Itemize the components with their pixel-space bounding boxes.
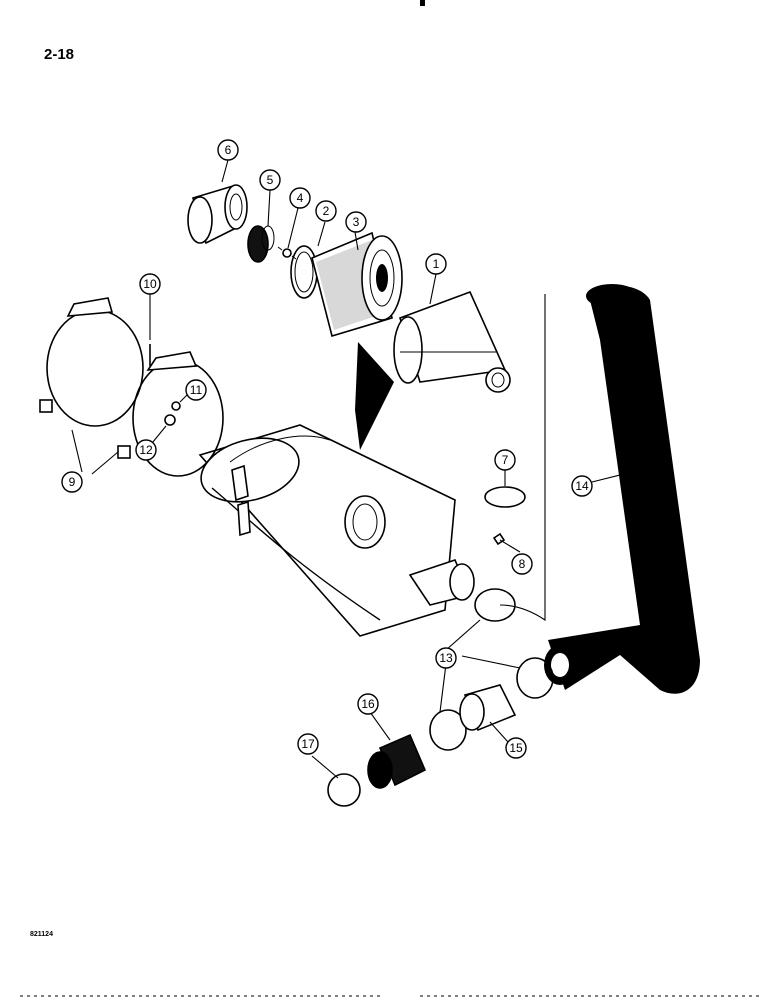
callout-label: 5	[267, 173, 274, 187]
callout-13: 13	[435, 647, 457, 669]
callout-label: 1	[433, 257, 440, 271]
callout-5: 5	[259, 169, 281, 191]
callout-9: 9	[61, 471, 83, 493]
part-1-outer-filter-element	[393, 290, 511, 393]
callout-2: 2	[315, 200, 337, 222]
callout-label: 16	[361, 697, 375, 711]
callout-17: 17	[297, 733, 319, 755]
callout-label: 15	[509, 741, 523, 755]
page-number: 2-18	[44, 46, 75, 63]
top-mark	[420, 0, 425, 6]
callout-3: 3	[345, 211, 367, 233]
part-7-washer	[484, 486, 526, 508]
part-14-intake-hose	[544, 284, 700, 694]
callout-label: 9	[69, 475, 76, 489]
part-12-washer	[164, 414, 176, 426]
callout-label: 14	[575, 479, 589, 493]
part-2-gasket	[290, 245, 318, 299]
callout-15: 15	[505, 737, 527, 759]
callout-label: 4	[297, 191, 304, 205]
callout-label: 10	[143, 277, 157, 291]
callout-label: 8	[519, 557, 526, 571]
part-5-cap	[247, 225, 275, 263]
hose-guide-line	[499, 293, 546, 622]
callout-12: 12	[135, 439, 157, 461]
callout-label: 6	[225, 143, 232, 157]
part-16-reducer	[367, 733, 427, 789]
part-13-hose-clamps	[429, 588, 554, 751]
insertion-arrow	[355, 342, 394, 450]
callout-14: 14	[571, 475, 593, 497]
part-8-fitting	[492, 532, 506, 546]
callout-label: 3	[353, 215, 360, 229]
callout-6: 6	[217, 139, 239, 161]
callout-1: 1	[425, 253, 447, 275]
callout-label: 2	[323, 204, 330, 218]
part-11-nut	[171, 401, 181, 411]
air-cleaner-housing	[198, 424, 475, 637]
callout-label: 17	[301, 737, 315, 751]
part-17-clamp	[327, 773, 361, 807]
drawing-id: 821124	[30, 931, 53, 938]
callout-label: 7	[502, 453, 509, 467]
callout-label: 13	[439, 651, 453, 665]
callout-7: 7	[494, 449, 516, 471]
callout-label: 12	[139, 443, 153, 457]
part-3-inner-filter-element	[311, 231, 403, 338]
part-6-precleaner-cup	[187, 184, 248, 245]
callout-label: 11	[190, 383, 203, 397]
callout-11: 11	[185, 379, 207, 401]
callout-4: 4	[289, 187, 311, 209]
callout-16: 16	[357, 693, 379, 715]
part-9-band-clamps	[39, 297, 224, 477]
callout-8: 8	[511, 553, 533, 575]
callout-10: 10	[139, 273, 161, 295]
part-15-sleeve	[459, 684, 517, 732]
